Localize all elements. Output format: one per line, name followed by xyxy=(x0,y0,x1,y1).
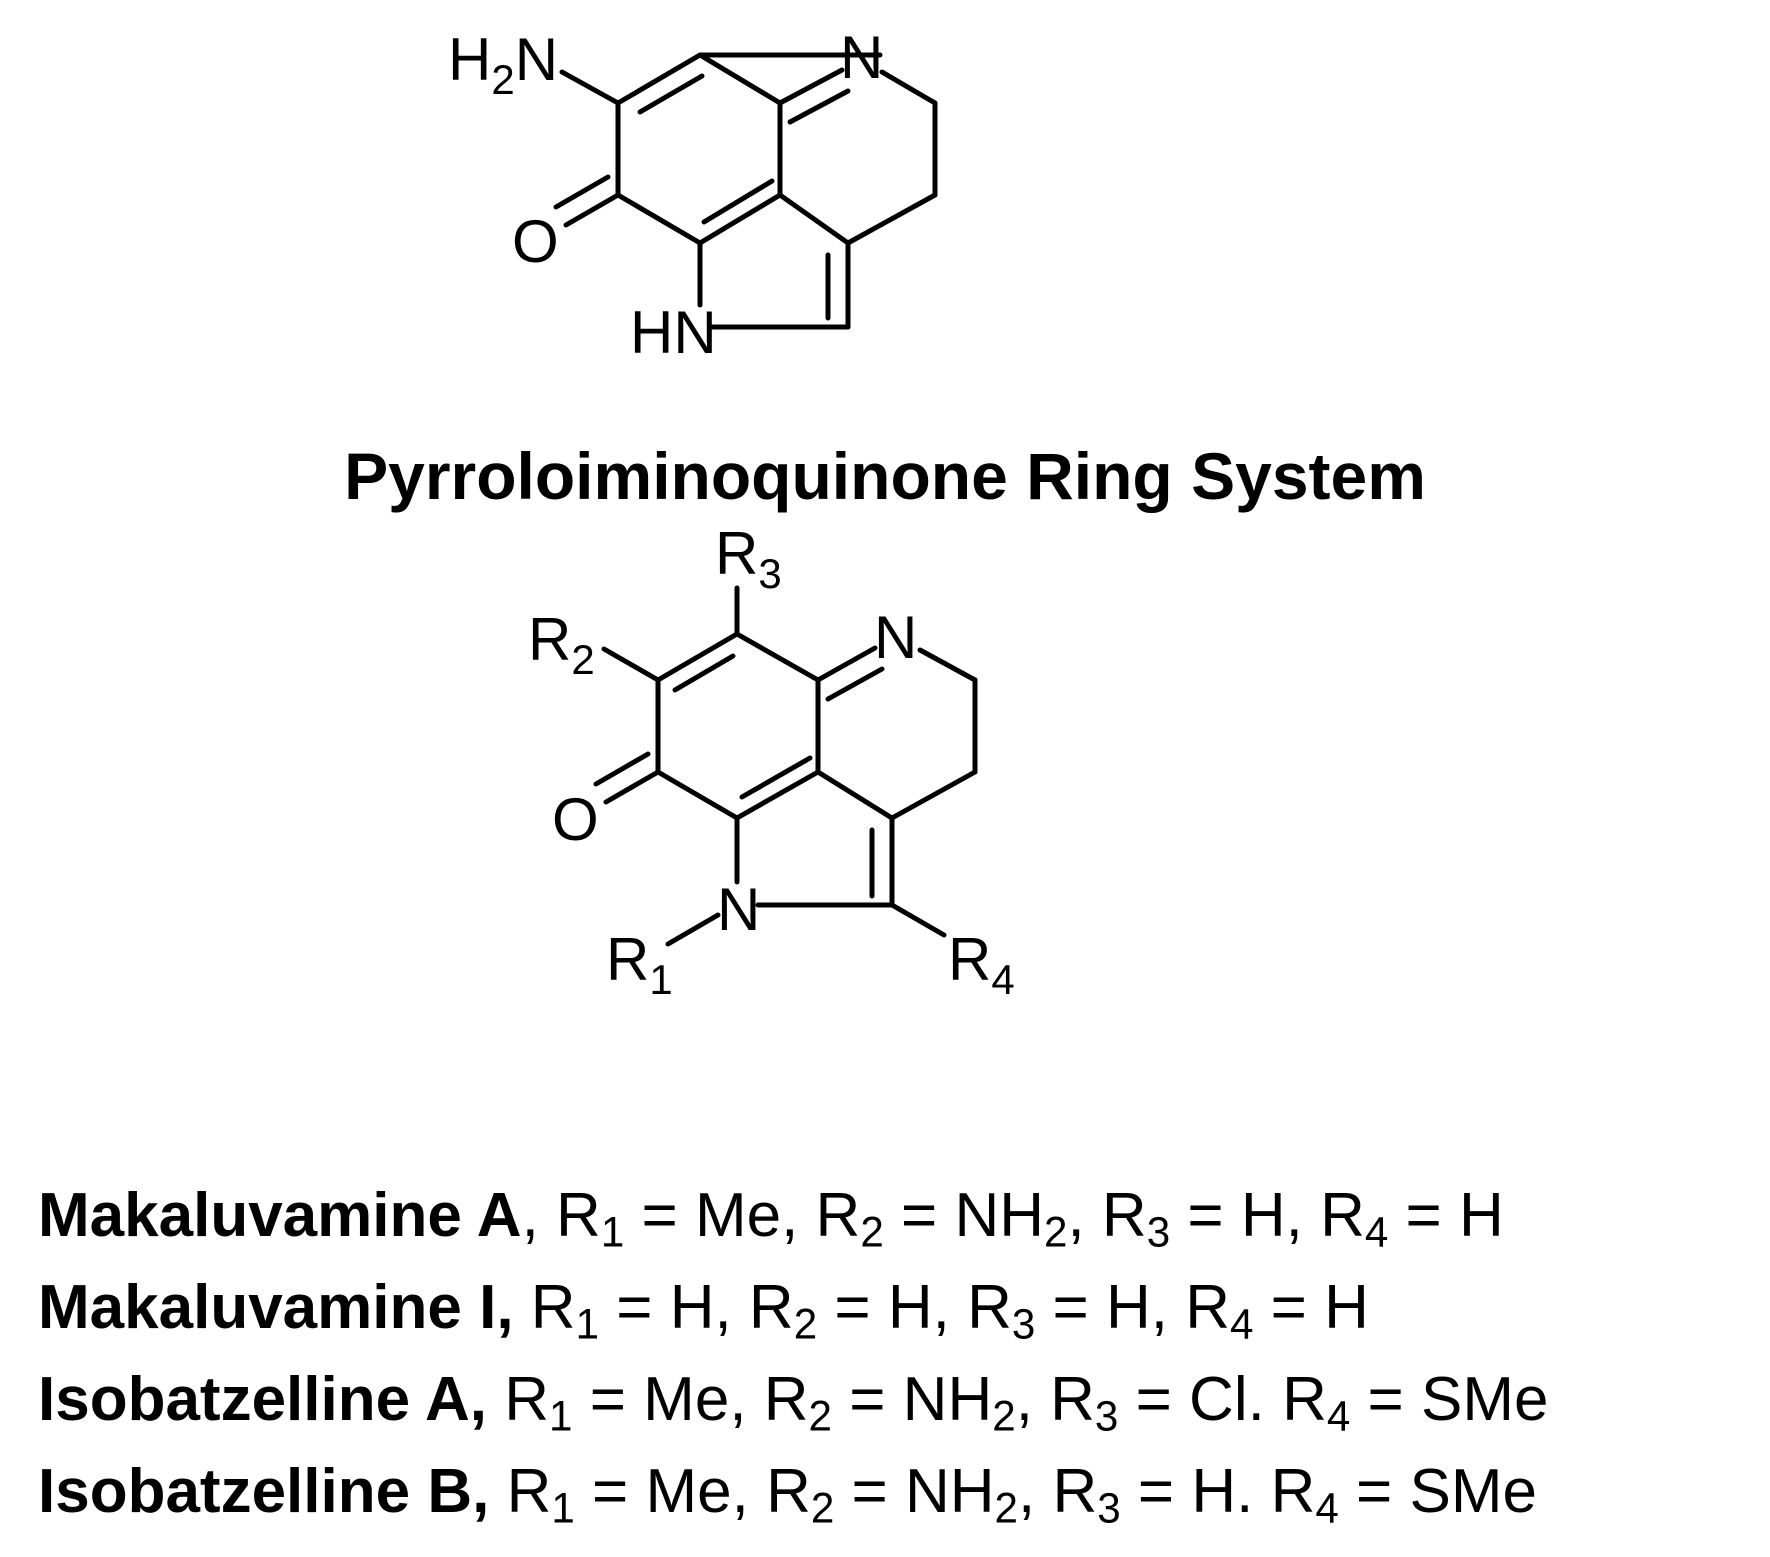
bond xyxy=(777,67,845,106)
bond xyxy=(615,52,703,106)
r1-value: Me xyxy=(645,1457,732,1526)
pyrrole-n-label: N xyxy=(717,876,760,943)
bond-double-inner xyxy=(672,653,736,693)
carbonyl-o-label: O xyxy=(552,786,599,853)
bond xyxy=(593,751,651,787)
r4-value: SMe xyxy=(1420,1365,1549,1434)
generic-structure: R3 R2 N O N R1 R4 xyxy=(528,520,1015,1003)
r1-value: Me xyxy=(643,1365,730,1434)
core-structure: H2N N O HN xyxy=(448,24,938,366)
bond xyxy=(553,174,611,210)
compound-line-makaluvamine-a: Makaluvamine A, R1 = Me, R2 = NH2, R3 = … xyxy=(38,1181,1504,1256)
bond xyxy=(815,769,895,821)
compound-line-makaluvamine-i: Makaluvamine I, R1 = H, R2 = H, R3 = H, … xyxy=(38,1273,1369,1348)
r1-value: H xyxy=(669,1273,715,1342)
r4-value: H xyxy=(1458,1181,1504,1250)
bond xyxy=(697,52,783,106)
bond xyxy=(917,647,978,683)
imine-n-label: N xyxy=(874,604,917,671)
bond xyxy=(601,646,661,683)
bond xyxy=(559,69,621,106)
bond xyxy=(889,902,947,938)
bond xyxy=(603,769,661,805)
r3-value: H xyxy=(1240,1181,1286,1250)
bond xyxy=(697,192,783,246)
r1-label: R1 xyxy=(606,926,673,1003)
r4-value: H xyxy=(1324,1273,1369,1342)
compound-line-isobatzelline-a: Isobatzelline A, R1 = Me, R2 = NH2, R3 =… xyxy=(38,1365,1549,1440)
bond-double-inner xyxy=(787,88,851,125)
r4-label: R4 xyxy=(948,926,1015,1003)
bond xyxy=(665,912,721,947)
compound-name: Makaluvamine I xyxy=(38,1273,497,1342)
r4-value: SMe xyxy=(1409,1457,1537,1526)
pyrrole-nh-label: HN xyxy=(630,299,717,366)
r2-value: NH xyxy=(904,1457,995,1526)
bond-double-inner xyxy=(739,755,813,800)
bond-double-inner xyxy=(637,73,705,115)
bond xyxy=(777,192,851,246)
r2-value: H xyxy=(887,1273,933,1342)
r1-value: Me xyxy=(694,1181,782,1250)
imine-n-label: N xyxy=(840,24,883,91)
r2-value: NH xyxy=(902,1365,993,1434)
compound-line-isobatzelline-b: Isobatzelline B, R1 = Me, R2 = NH2, R3 =… xyxy=(38,1457,1537,1532)
bond xyxy=(815,645,878,683)
r3-value: H xyxy=(1191,1457,1237,1526)
compound-name: Makaluvamine A xyxy=(38,1181,522,1250)
bond xyxy=(845,192,938,246)
bond-double-inner xyxy=(701,178,775,225)
bond xyxy=(655,769,740,821)
bond xyxy=(889,769,978,821)
bond xyxy=(734,631,821,683)
amine-label: H2N xyxy=(448,26,558,103)
bond xyxy=(655,631,740,683)
bond xyxy=(563,192,621,228)
r2-label: R2 xyxy=(528,606,595,683)
compound-name: Isobatzelline A xyxy=(38,1365,470,1434)
ring-system-caption: Pyrroloiminoquinone Ring System xyxy=(344,439,1426,513)
r3-label: R3 xyxy=(715,520,782,597)
r2-value: NH xyxy=(954,1181,1044,1250)
bond xyxy=(615,192,703,246)
compound-list: Makaluvamine A, R1 = Me, R2 = NH2, R3 = … xyxy=(38,1170,1548,1538)
bond-double-inner xyxy=(825,666,885,702)
compound-name: Isobatzelline B xyxy=(38,1457,473,1526)
bond xyxy=(879,69,938,106)
r3-value: H xyxy=(1105,1273,1151,1342)
carbonyl-o-label: O xyxy=(512,208,559,275)
r3-value: Cl xyxy=(1189,1365,1248,1434)
bond xyxy=(734,769,821,821)
